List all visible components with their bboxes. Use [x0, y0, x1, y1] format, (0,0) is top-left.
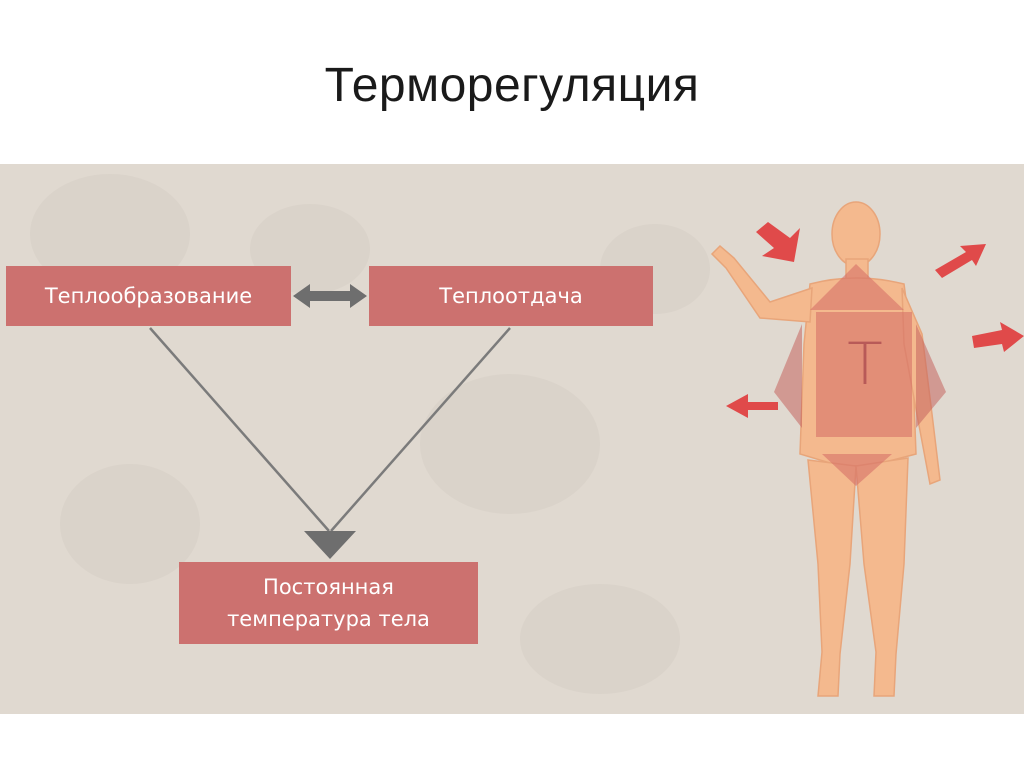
- right-side-heat-panel: [916, 324, 946, 428]
- right-connector-line: [330, 327, 511, 532]
- shoulder-heat-panel: [810, 264, 904, 310]
- pelvis-heat-panel: [822, 454, 892, 486]
- constant-temperature-line2: температура тела: [227, 607, 430, 631]
- heat-emission-arrows: [726, 222, 1024, 418]
- arrow-left-icon: [726, 394, 778, 418]
- human-figure: [710, 201, 1024, 697]
- torso-heat-panel: [816, 312, 912, 437]
- heat-production-box: Теплообразование: [6, 266, 291, 326]
- left-side-heat-panel: [774, 324, 802, 428]
- constant-temperature-line1: Постоянная: [263, 575, 394, 599]
- illustration-panel: Теплообразование Теплоотдача Постоянная …: [0, 164, 1024, 714]
- arrow-up-left-icon: [756, 222, 800, 262]
- down-arrowhead-icon: [304, 531, 356, 559]
- double-arrow-icon: [293, 284, 367, 308]
- constant-temperature-box: Постоянная температура тела: [179, 562, 478, 644]
- heat-loss-box: Теплоотдача: [369, 266, 653, 326]
- human-body-icon: [710, 201, 941, 697]
- left-connector-line: [149, 327, 330, 532]
- arrow-up-right-icon: [935, 244, 986, 278]
- temperature-symbol: T: [847, 330, 883, 398]
- page-title: Терморегуляция: [324, 59, 700, 112]
- arrow-right-icon: [972, 322, 1024, 352]
- flow-connectors: [149, 284, 511, 559]
